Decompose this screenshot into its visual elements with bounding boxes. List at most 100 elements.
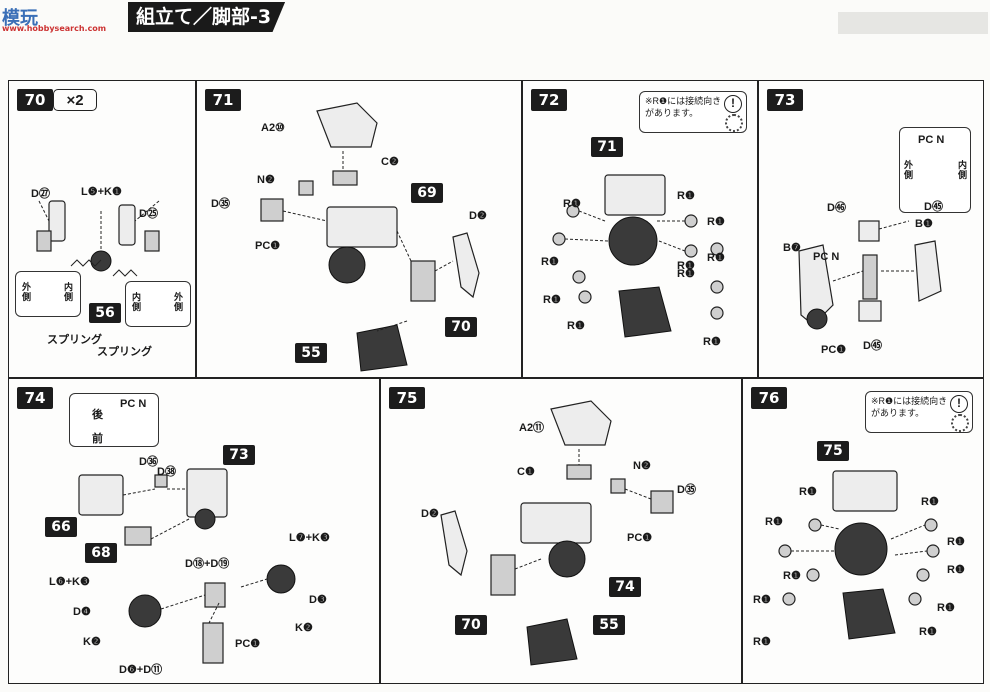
part-label: R❶: [783, 570, 801, 582]
step-70-panel: 70 ×2 D㉗ L❺+K❶ D㉕ 外側 内側 内側 外側 56 スプリング ス…: [8, 80, 196, 378]
step-72-illustration: [552, 174, 724, 338]
ref-part-badge: 68: [85, 543, 117, 563]
part-label: D㉗: [31, 188, 50, 200]
part-label: D㊳: [157, 466, 176, 478]
ref-part-badge: 69: [411, 183, 443, 203]
ref-part-badge: 66: [45, 517, 77, 537]
step-number: 72: [531, 89, 567, 111]
step-number: 73: [767, 89, 803, 111]
step-number: 74: [17, 387, 53, 409]
step-76-illustration: [778, 470, 940, 640]
spring-label: スプリング: [97, 346, 152, 358]
ref-part-badge: 75: [817, 441, 849, 461]
note-text: ※R❶には接続向きがあります。: [645, 96, 722, 118]
header-right-box: [838, 12, 988, 34]
step-73-illustration: [798, 220, 942, 330]
ref-part-badge: 55: [295, 343, 327, 363]
part-label: PC❶: [821, 344, 847, 356]
ref-part-badge: 70: [445, 317, 477, 337]
gear-icon: [951, 414, 969, 432]
step-75-illustration: [440, 400, 674, 666]
part-label: R❶: [677, 268, 695, 280]
orientation-note: ※R❶には接続向きがあります。 !: [639, 91, 747, 133]
step-71-illustration: [260, 102, 480, 372]
logo-url: www.hobbysearch.com: [2, 24, 107, 33]
part-label: D❻+D⑪: [119, 664, 163, 676]
side-indicator-left: 外側 内側: [15, 271, 81, 317]
part-label: PC❶: [235, 638, 261, 650]
part-label: N❷: [633, 460, 651, 472]
step-number: 70: [17, 89, 53, 111]
logo-text: 模玩: [2, 8, 38, 29]
page-title: 組立て／脚部-3: [128, 2, 286, 32]
quantity-box: ×2: [53, 89, 97, 111]
part-label: D㉟: [677, 484, 696, 496]
part-label: R❶: [677, 190, 695, 202]
part-label: L❺+K❶: [81, 186, 122, 198]
part-label: D❷: [421, 508, 439, 520]
part-label: PC N: [813, 251, 840, 263]
part-label: D㉟: [211, 198, 230, 210]
part-label: K❷: [295, 622, 313, 634]
part-label: D❹: [73, 606, 91, 618]
part-label: R❶: [919, 626, 937, 638]
part-label: R❶: [765, 516, 783, 528]
orientation-note: ※R❶には接続向きがあります。 !: [865, 391, 973, 433]
step-number: 71: [205, 89, 241, 111]
part-label: N❷: [257, 174, 275, 186]
step-76-panel: 76 ※R❶には接続向きがあります。 ! 75 R❶ R❶ R❶ R❶ R❶ R…: [742, 378, 984, 684]
step-number: 76: [751, 387, 787, 409]
step-73-panel: 73 PC N 外側 内側 D㊺ D㊻ B❼ PC N B❶ PC❶ D㊺: [758, 80, 984, 378]
part-label: C❶: [517, 466, 535, 478]
part-label: R❶: [921, 496, 939, 508]
warning-icon: !: [724, 95, 742, 113]
part-label: R❶: [703, 336, 721, 348]
part-label: K❷: [83, 636, 101, 648]
step-70-illustration: [36, 200, 160, 277]
part-label: D⑱+D⑲: [185, 558, 230, 570]
part-label: R❶: [707, 252, 725, 264]
gear-icon: [725, 114, 743, 132]
ref-part-badge: 56: [89, 303, 121, 323]
part-label: D㉕: [139, 208, 158, 220]
spring-label: スプリング: [47, 334, 102, 346]
part-label: R❶: [541, 256, 559, 268]
part-label: PC❶: [627, 532, 653, 544]
step-74-illustration: [78, 468, 296, 664]
part-label: A2⑩: [261, 122, 285, 134]
step-72-panel: 72 ※R❶には接続向きがあります。 ! 71 R❶ R❶ R❶ R❶ R❶ R…: [522, 80, 758, 378]
part-label: A2⑪: [519, 422, 545, 434]
direction-inset: 後 前 PC N: [69, 393, 159, 447]
part-label: R❶: [563, 198, 581, 210]
ref-part-badge: 73: [223, 445, 255, 465]
part-label: R❶: [799, 486, 817, 498]
part-label: R❶: [753, 594, 771, 606]
part-label: R❶: [567, 320, 585, 332]
ref-part-badge: 70: [455, 615, 487, 635]
part-label: L❼+K❸: [289, 532, 330, 544]
part-label: D㊺: [863, 340, 882, 352]
part-label: B❶: [915, 218, 933, 230]
part-label: R❶: [753, 636, 771, 648]
part-label: R❶: [543, 294, 561, 306]
ref-part-badge: 71: [591, 137, 623, 157]
side-indicator-right: 内側 外側: [125, 281, 191, 327]
part-label: D㊻: [827, 202, 846, 214]
warning-icon: !: [950, 395, 968, 413]
detail-inset: PC N 外側 内側 D㊺: [899, 127, 971, 213]
part-label: D❷: [469, 210, 487, 222]
part-label: L❻+K❸: [49, 576, 90, 588]
step-75-panel: 75 A2⑪ C❶ N❷ D㉟ D❷ PC❶ 74 70 55: [380, 378, 742, 684]
ref-part-badge: 55: [593, 615, 625, 635]
part-label: D㊱: [139, 456, 158, 468]
note-text: ※R❶には接続向きがあります。: [871, 396, 948, 418]
step-74-panel: 74 後 前 PC N D㊱ D㊳ 73 66 68 D⑱+D⑲ L❼+K❸ L…: [8, 378, 380, 684]
step-71-panel: 71 A2⑩ C❷ N❷ D㉟ PC❶ D❷ 69 70 55: [196, 80, 522, 378]
part-label: B❼: [783, 242, 801, 254]
part-label: R❶: [947, 536, 965, 548]
site-logo: 模玩 www.hobbysearch.com: [2, 2, 152, 33]
ref-part-badge: 74: [609, 577, 641, 597]
part-label: D❸: [309, 594, 327, 606]
part-label: PC❶: [255, 240, 281, 252]
part-label: R❶: [677, 260, 695, 272]
